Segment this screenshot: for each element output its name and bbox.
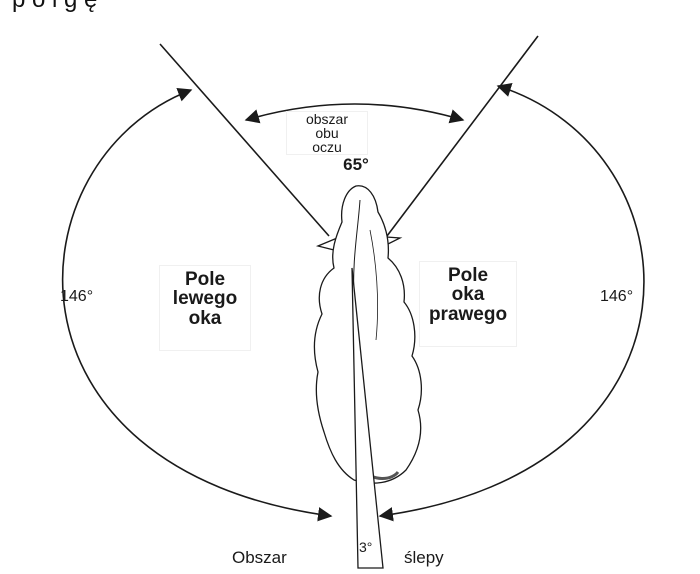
left-field-line3: oka (160, 309, 250, 328)
binocular-line3: oczu (287, 140, 367, 154)
blind-zone-word1: Obszar (232, 549, 287, 566)
binocular-angle: 65° (336, 156, 376, 173)
right-field-line2: oka (420, 285, 516, 304)
left-field-line1: Pole (160, 270, 250, 289)
blind-zone-angle: 3° (359, 540, 372, 554)
right-eye-field-label: Pole oka prawego (420, 262, 516, 346)
binocular-field-label: obszar obu oczu (287, 112, 367, 154)
left-eye-field-label: Pole lewego oka (160, 266, 250, 350)
right-angle-label: 146° (600, 289, 633, 305)
left-field-line2: lewego (160, 289, 250, 308)
right-sight-line (387, 36, 538, 236)
blind-zone-word2: ślepy (404, 549, 444, 566)
right-field-line1: Pole (420, 266, 516, 285)
left-angle-label: 146° (60, 289, 93, 305)
right-field-line3: prawego (420, 305, 516, 324)
binocular-line1: obszar (287, 112, 367, 126)
binocular-line2: obu (287, 126, 367, 140)
